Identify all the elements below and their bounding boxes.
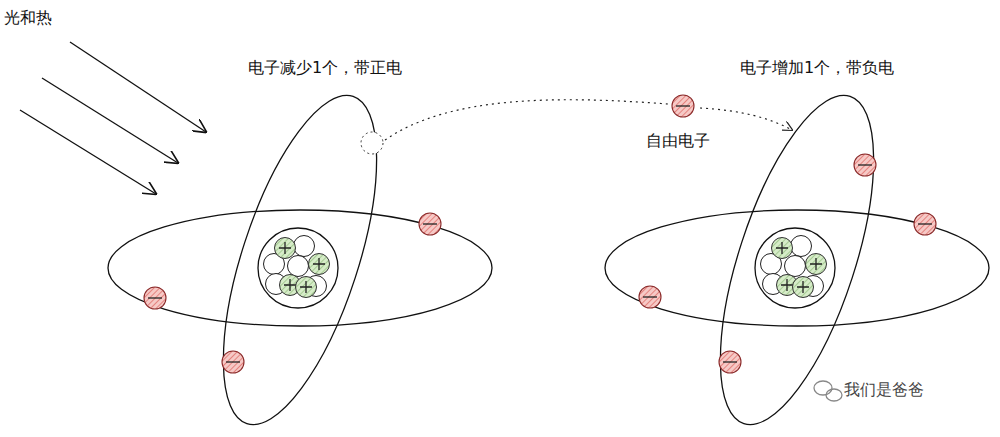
- orbit: [108, 210, 492, 326]
- nucleus: [755, 228, 835, 308]
- neutron: [288, 256, 309, 277]
- plus-sign: [810, 258, 822, 270]
- light-heat-label: 光和热: [4, 8, 52, 27]
- orbit: [605, 210, 989, 326]
- plus-sign: [776, 242, 788, 254]
- atom: [605, 78, 989, 437]
- minus-sign: [858, 164, 872, 165]
- minus-sign: [226, 361, 240, 362]
- electron: [639, 286, 661, 308]
- proton: [296, 277, 317, 298]
- minus-sign: [643, 296, 657, 297]
- plus-sign: [313, 258, 325, 270]
- electron-path: [700, 108, 792, 130]
- electron: [144, 287, 166, 309]
- atom: [108, 78, 492, 437]
- proton: [772, 238, 793, 259]
- positive-ion-label: 电子减少1个，带正电: [248, 58, 402, 77]
- electron-path: [385, 100, 668, 140]
- electron: [719, 351, 741, 373]
- negative-ion-label: 电子增加1个，带负电: [740, 58, 894, 77]
- electron: [672, 95, 694, 117]
- electron: [419, 213, 441, 235]
- neutron: [294, 236, 315, 257]
- nucleus: [258, 228, 338, 308]
- watermark: 我们是爸爸: [844, 380, 924, 399]
- plus-sign: [284, 279, 296, 291]
- proton: [275, 238, 296, 259]
- neutron: [791, 236, 812, 257]
- minus-sign: [676, 105, 690, 106]
- electron: [914, 213, 936, 235]
- light-heat-rays: [20, 42, 206, 194]
- plus-sign: [797, 281, 809, 293]
- electron: [854, 154, 876, 176]
- proton: [806, 254, 827, 275]
- plus-sign: [279, 242, 291, 254]
- wechat-icon: [814, 381, 842, 401]
- plus-sign: [300, 281, 312, 293]
- missing-electron: [361, 132, 383, 154]
- orbit: [192, 78, 409, 437]
- minus-sign: [148, 297, 162, 298]
- electron: [222, 351, 244, 373]
- plus-sign: [781, 279, 793, 291]
- minus-sign: [723, 361, 737, 362]
- minus-sign: [423, 223, 437, 224]
- proton: [309, 254, 330, 275]
- neutron: [785, 256, 806, 277]
- free-electron-label: 自由电子: [646, 131, 710, 150]
- proton: [793, 277, 814, 298]
- minus-sign: [918, 223, 932, 224]
